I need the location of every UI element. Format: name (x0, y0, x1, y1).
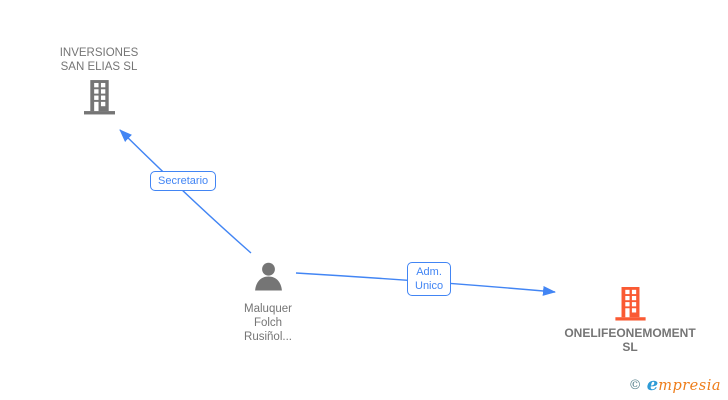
company-name-line: SL (622, 340, 638, 354)
person-name-line: Maluquer (244, 303, 292, 315)
node-company-inversiones-san-elias[interactable]: INVERSIONES SAN ELIAS SL (19, 46, 179, 115)
company-name-line: ONELIFEONEMOMENT (564, 326, 696, 340)
edge-label-secretario[interactable]: Secretario (150, 171, 217, 191)
empresia-logo[interactable]: © empresia (629, 374, 721, 395)
edge-secretario-line (119, 129, 252, 254)
node-company-onelifeonemoment[interactable]: ONELIFEONEMOMENT SL (540, 287, 720, 354)
logo-text: mpresia (658, 378, 721, 394)
person-name-line: Rusiñol... (244, 331, 292, 343)
company-name-line: INVERSIONES (59, 47, 139, 59)
building-icon[interactable] (83, 80, 115, 115)
node-person-maluquer-folch-rusinol[interactable]: Maluquer Folch Rusiñol... (198, 261, 338, 344)
building-icon[interactable] (614, 287, 646, 321)
person-icon[interactable] (252, 261, 285, 293)
edge-label-line: Unico (415, 280, 444, 292)
copyright-symbol: © (628, 378, 642, 393)
company-name-line: SAN ELIAS SL (60, 61, 138, 73)
logo-letter-e: e (646, 374, 659, 395)
person-name-line: Folch (253, 317, 283, 329)
edge-label-line: Adm. (416, 266, 442, 278)
edge-label-adm-unico[interactable]: Adm. Unico (407, 262, 452, 296)
